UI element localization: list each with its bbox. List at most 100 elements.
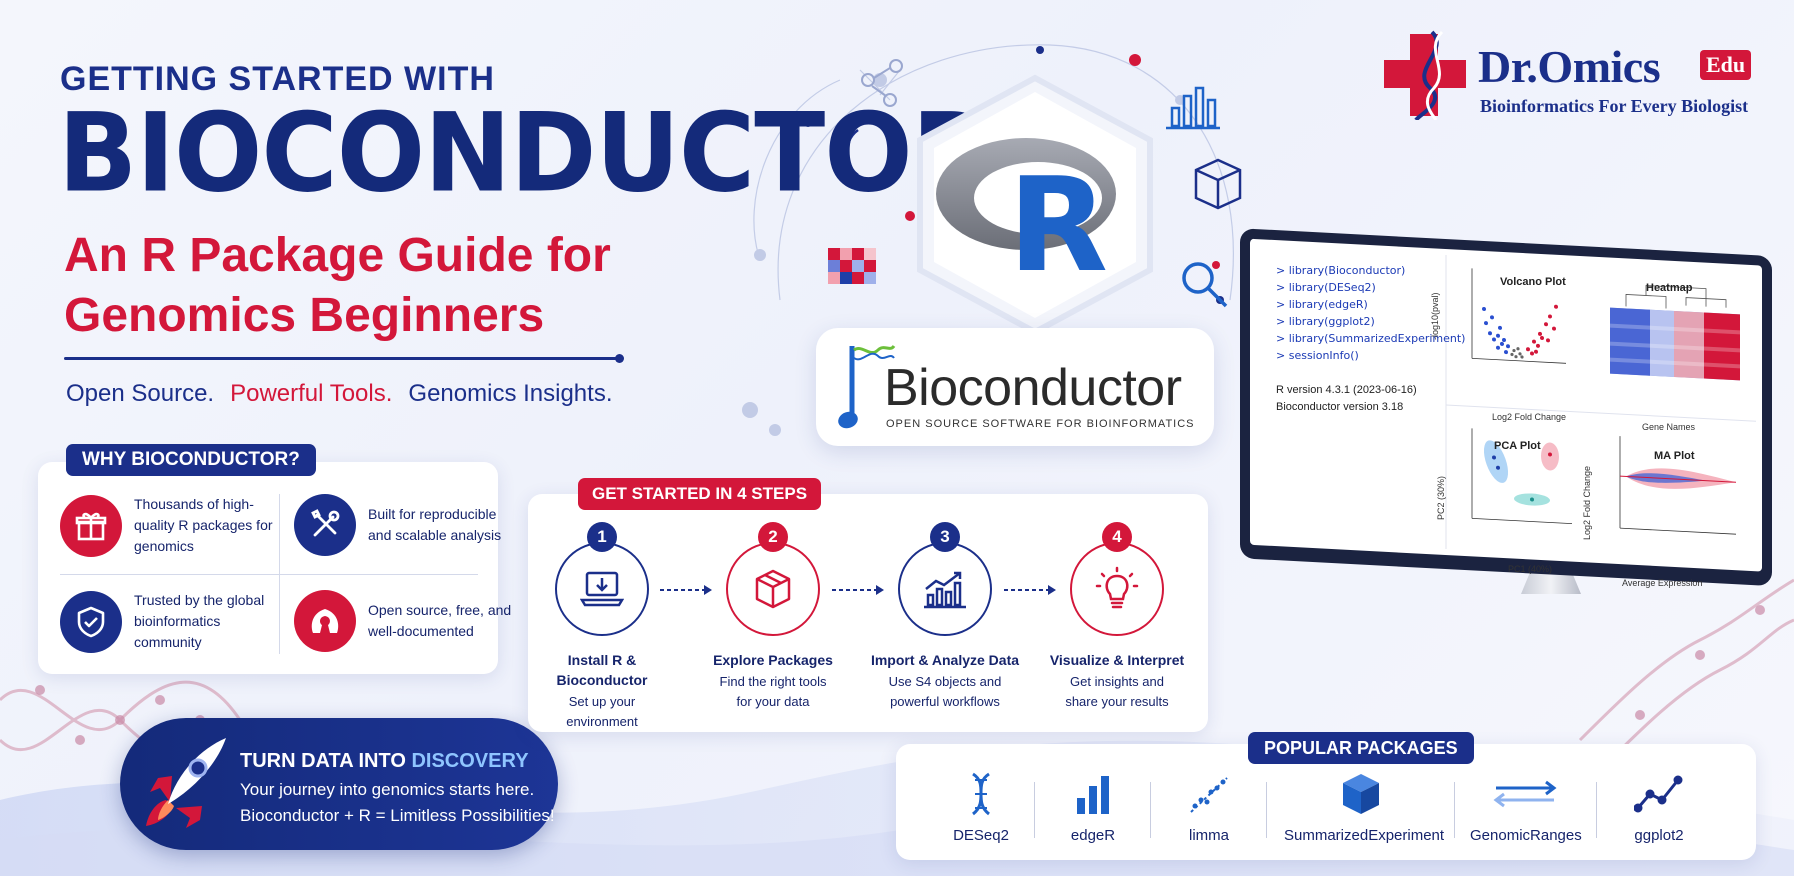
package-edger: edgeR (1060, 772, 1126, 844)
step-3: 3 Import & Analyze Data Use S4 objects a… (860, 522, 1030, 712)
magnifier-deco-icon (1182, 262, 1228, 308)
ma-plot-title: MA Plot (1654, 450, 1695, 462)
subtitle-line-1: An R Package Guide for (64, 229, 611, 282)
box-deco-icon (1194, 158, 1242, 210)
package-separator (1034, 782, 1035, 838)
volcano-plot (1471, 268, 1566, 364)
bioc-version: Bioconductor version 3.18 (1276, 401, 1404, 413)
bioconductor-note-icon (838, 344, 896, 429)
molecule-deco-icon (861, 59, 903, 107)
console-line: > library(ggplot2) (1276, 315, 1375, 328)
console-line: > library(edgeR) (1276, 298, 1368, 311)
step-description: Get insights and share your results (1065, 674, 1169, 709)
why-divider-horizontal (60, 574, 478, 575)
laptop-download-icon (555, 542, 649, 636)
brand-edu-badge: Edu (1700, 50, 1752, 80)
pca-plot-xlabel: PC1 (40%) (1508, 564, 1553, 574)
package-separator (1266, 782, 1267, 838)
package-ggplot2: ggplot2 (1622, 772, 1696, 844)
step-number: 3 (930, 522, 960, 552)
package-label: edgeR (1070, 827, 1116, 844)
package-label: DESeq2 (953, 827, 1009, 844)
heatmap-plot (1610, 285, 1740, 381)
step-description: Set up your environment (566, 694, 638, 729)
step-arrow-2 (832, 585, 884, 595)
tagline-powerful-tools: Powerful Tools. (230, 380, 393, 407)
title-underline (64, 354, 624, 363)
why-item-text: Trusted by the global bioinformatics com… (134, 592, 265, 650)
volcano-plot-xlabel: Log2 Fold Change (1492, 412, 1567, 422)
package-box-icon (726, 542, 820, 636)
package-deseq2: DESeq2 (946, 772, 1016, 844)
open-source-icon (294, 590, 356, 652)
gift-icon (60, 494, 122, 557)
tagline-genomics-insights: Genomics Insights. (408, 380, 613, 407)
step-description: Find the right tools for your data (719, 674, 827, 709)
volcano-plot-ylabel: -log10(pval) (1430, 292, 1440, 340)
dr-omics-cross-icon (1384, 30, 1466, 120)
discovery-title: TURN DATA INTO DISCOVERY (240, 750, 529, 773)
why-item-text: Thousands of high-quality R packages for… (134, 496, 273, 554)
package-label: GenomicRanges (1470, 827, 1582, 844)
package-limma: limma (1176, 772, 1242, 844)
step-4: 4 Visualize & Interpret Get insights and… (1032, 522, 1202, 712)
package-genomicranges: GenomicRanges (1470, 772, 1582, 844)
steps-badge: GET STARTED IN 4 STEPS (578, 478, 822, 510)
subtitle-line-2: Genomics Beginners (64, 289, 545, 342)
bioconductor-tagline: OPEN SOURCE SOFTWARE FOR BIOINFORMATICS (886, 418, 1195, 430)
heatmap-plot-title: Heatmap (1646, 282, 1693, 294)
heatmap-deco-icon (828, 248, 876, 284)
shield-check-icon (60, 590, 122, 653)
discovery-title-b: DISCOVERY (411, 750, 529, 772)
lightbulb-icon (1070, 542, 1164, 636)
session-versions: R version 4.3.1 (2023-06-16) Bioconducto… (1276, 382, 1417, 416)
r-letter: R (1008, 149, 1108, 301)
discovery-line-1: Your journey into genomics starts here. (240, 780, 535, 799)
title-kicker: GETTING STARTED WITH (60, 60, 495, 98)
package-separator (1596, 782, 1597, 838)
why-bioconductor-badge: WHY BIOCONDUCTOR? (66, 444, 316, 476)
step-number: 2 (758, 522, 788, 552)
line-chart-icon (1633, 775, 1683, 813)
ma-plot-xlabel: Average Expression (1622, 578, 1703, 588)
step-title: Import & Analyze Data (870, 652, 1020, 668)
tagline: Open Source. Powerful Tools. Genomics In… (66, 380, 613, 408)
step-title: Explore Packages (713, 652, 833, 668)
package-label: SummarizedExperiment (1284, 827, 1445, 844)
r-console: > library(Bioconductor) > library(DESeq2… (1276, 262, 1465, 364)
console-line: > library(DESeq2) (1276, 281, 1376, 294)
scatter-trend-icon (1190, 777, 1228, 813)
package-separator (1150, 782, 1151, 838)
console-line: > sessionInfo() (1276, 349, 1359, 362)
tools-icon (294, 494, 356, 556)
step-title: Visualize & Interpret (1049, 652, 1185, 668)
r-version: R version 4.3.1 (2023-06-16) (1276, 384, 1417, 396)
package-separator (1454, 782, 1455, 838)
step-description: Use S4 objects and powerful workflows (888, 674, 1002, 709)
step-1: 1 Install R & Bioconductor Set up your e… (517, 522, 687, 732)
heatmap-plot-xlabel: Gene Names (1642, 422, 1696, 432)
r-logo: R (917, 74, 1153, 336)
package-label: ggplot2 (1634, 827, 1684, 844)
volcano-plot-title: Volcano Plot (1500, 276, 1566, 288)
package-label: limma (1189, 827, 1229, 844)
discovery-title-a: TURN DATA INTO (240, 750, 412, 772)
why-item-text: Built for reproducible and scalable anal… (368, 506, 502, 543)
pca-plot-title: PCA Plot (1494, 440, 1541, 452)
step-number: 1 (587, 522, 617, 552)
popular-packages-badge: POPULAR PACKAGES (1248, 732, 1474, 764)
ma-plot (1619, 436, 1736, 535)
pca-plot (1471, 428, 1572, 525)
step-arrow-3 (1004, 585, 1056, 595)
bar-chart-deco-icon (1166, 86, 1220, 130)
dna-icon (971, 772, 991, 816)
discovery-line-2: Bioconductor + R = Limitless Possibiliti… (240, 806, 555, 825)
why-item-reproducible: Built for reproducible and scalable anal… (294, 494, 518, 556)
console-line: > library(SummarizedExperiment) (1276, 332, 1466, 345)
dna-deco-icon (837, 129, 859, 176)
cube-icon (1343, 774, 1379, 814)
step-title: Install R & Bioconductor (556, 652, 648, 688)
tagline-open-source: Open Source. (66, 380, 215, 407)
why-item-text: Open source, free, and well-documented (368, 602, 512, 639)
chart-growth-icon (898, 542, 992, 636)
